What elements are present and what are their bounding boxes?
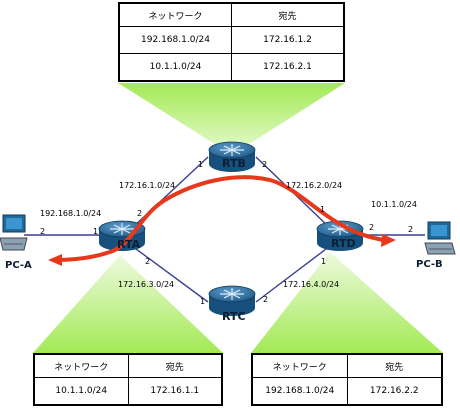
port-pca: 2 [40, 227, 45, 236]
link-rtc-rtd [255, 245, 331, 303]
port-rtb-right: 2 [262, 160, 267, 169]
port-pcb: 2 [408, 225, 413, 234]
table-row: 192.168.1.0/24 172.16.1.2 [118, 26, 345, 54]
network-ac-label: 172.16.3.0/24 [118, 280, 174, 289]
router-rtb-icon [208, 141, 256, 172]
network-cd-label: 172.16.4.0/24 [283, 280, 339, 289]
port-rtc-left: 1 [200, 297, 205, 306]
router-rtc-label: RTC [222, 310, 246, 323]
rtd-table-beam [251, 252, 443, 353]
rtb-table-beam [118, 83, 345, 155]
table-cell-network: 192.168.1.0/24 [118, 26, 232, 54]
table-header-network: ネットワーク [33, 353, 129, 378]
port-rtd-bd: 1 [320, 205, 325, 214]
table-header-destination: 宛先 [231, 2, 345, 27]
route-arrowhead-left [48, 254, 62, 266]
table-cell-network: 192.168.1.0/24 [251, 377, 348, 406]
pc-a-computer-icon [0, 214, 28, 251]
network-bd-label: 172.16.2.0/24 [286, 181, 342, 190]
link-rta-rtc [131, 245, 209, 303]
port-rtd-cd: 1 [321, 257, 326, 266]
rta-table-beam [33, 255, 223, 353]
table-header-destination: 宛先 [127, 353, 223, 378]
rta-routing-table: ネットワーク 宛先 10.1.1.0/24 172.16.1.1 [33, 353, 223, 406]
rtd-routing-table: ネットワーク 宛先 192.168.1.0/24 172.16.2.2 [251, 353, 443, 406]
port-rta-ac: 2 [145, 257, 150, 266]
table-header-network: ネットワーク [118, 2, 232, 27]
router-rtd-label: RTD [331, 237, 356, 250]
table-row: 10.1.1.0/24 172.16.1.1 [33, 377, 223, 406]
table-cell-destination: 172.16.2.2 [346, 377, 443, 406]
table-cell-destination: 172.16.1.2 [231, 26, 345, 54]
packet-route-arrow [53, 175, 386, 262]
port-rtb-left: 1 [198, 160, 203, 169]
table-header-network: ネットワーク [251, 353, 348, 378]
port-rta-ab: 2 [137, 209, 142, 218]
table-header-destination: 宛先 [346, 353, 443, 378]
router-rtc-icon [208, 285, 256, 316]
network-ab-label: 172.16.1.0/24 [119, 181, 175, 190]
table-cell-destination: 172.16.1.1 [127, 377, 223, 406]
rtb-routing-table: ネットワーク 宛先 192.168.1.0/24 172.16.1.2 10.1… [118, 2, 345, 82]
port-rtc-right: 2 [263, 295, 268, 304]
network-lan-b-label: 10.1.1.0/24 [371, 200, 417, 209]
router-rtb-label: RTB [222, 157, 246, 170]
table-cell-destination: 172.16.2.1 [231, 53, 345, 82]
router-rta-label: RTA [117, 238, 141, 251]
table-row: 10.1.1.0/24 172.16.2.1 [118, 53, 345, 82]
table-cell-network: 10.1.1.0/24 [33, 377, 129, 406]
host-pcb-label: PC-B [416, 259, 443, 270]
table-row: 192.168.1.0/24 172.16.2.2 [251, 377, 443, 406]
network-lan-a-label: 192.168.1.0/24 [40, 209, 101, 218]
host-pca-label: PC-A [5, 260, 32, 271]
route-arrowhead-right [381, 234, 396, 247]
pc-b-computer-icon [424, 221, 456, 255]
table-cell-network: 10.1.1.0/24 [118, 53, 232, 82]
port-rta-left: 1 [93, 227, 98, 236]
port-rtd-right: 2 [369, 223, 374, 232]
router-rtd-icon [316, 220, 364, 251]
